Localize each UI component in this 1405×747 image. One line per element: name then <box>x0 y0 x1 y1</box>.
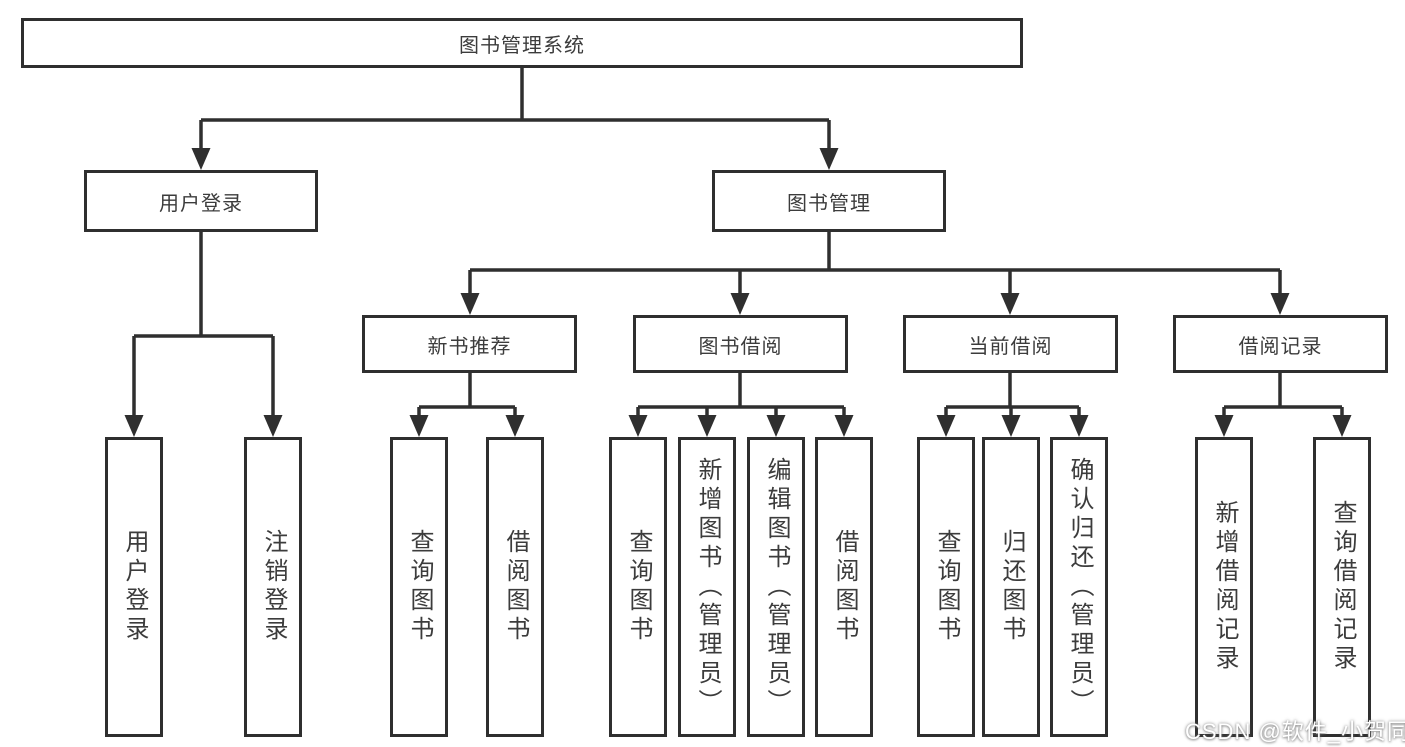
arrowhead-icon <box>1332 415 1352 437</box>
arrowhead-icon <box>834 415 854 437</box>
node-label: 用户登录 <box>159 192 243 215</box>
arrowhead-icon <box>460 293 480 315</box>
node-label: 查询图书 <box>933 529 960 645</box>
node-borrowing-records: 借阅记录 <box>1173 315 1388 373</box>
node-leaf-add-borrow-record: 新增借阅记录 <box>1195 437 1253 737</box>
node-book-borrowing: 图书借阅 <box>633 315 848 373</box>
node-label: 新书推荐 <box>427 335 512 358</box>
node-label: 新增图书（管理员） <box>694 456 721 718</box>
node-leaf-edit-books-admin: 编辑图书（管理员） <box>747 437 805 737</box>
node-book-management: 图书管理 <box>712 170 946 232</box>
arrowhead-icon <box>697 415 717 437</box>
arrowhead-icon <box>1001 415 1021 437</box>
node-leaf-logout: 注销登录 <box>244 437 302 737</box>
arrowhead-icon <box>124 415 144 437</box>
node-new-book-recommend: 新书推荐 <box>362 315 577 373</box>
arrowhead-icon <box>505 415 525 437</box>
node-label: 编辑图书（管理员） <box>763 456 790 718</box>
arrowhead-icon <box>766 415 786 437</box>
node-leaf-query-books: 查询图书 <box>390 437 448 737</box>
node-leaf-borrow-books: 借阅图书 <box>815 437 873 737</box>
arrowhead-icon <box>1214 415 1234 437</box>
node-label: 当前借阅 <box>968 335 1053 358</box>
node-label: 图书管理系统 <box>459 34 585 57</box>
node-library-management-system: 图书管理系统 <box>21 18 1023 68</box>
node-leaf-confirm-return-admin: 确认归还（管理员） <box>1050 437 1108 737</box>
node-label: 借阅图书 <box>502 529 529 645</box>
node-current-borrowing: 当前借阅 <box>903 315 1118 373</box>
node-label: 归还图书 <box>998 529 1025 645</box>
node-leaf-query-borrow-record: 查询借阅记录 <box>1313 437 1371 737</box>
arrowhead-icon <box>191 148 211 170</box>
arrowhead-icon <box>409 415 429 437</box>
node-user-login: 用户登录 <box>84 170 318 232</box>
arrowhead-icon <box>730 293 750 315</box>
arrowhead-icon <box>936 415 956 437</box>
node-label: 借阅图书 <box>831 529 858 645</box>
node-label: 新增借阅记录 <box>1211 500 1238 674</box>
node-label: 查询图书 <box>625 529 652 645</box>
node-leaf-return-books: 归还图书 <box>982 437 1040 737</box>
arrowhead-icon <box>1000 293 1020 315</box>
arrowhead-icon <box>1270 293 1290 315</box>
node-leaf-query-books: 查询图书 <box>609 437 667 737</box>
arrowhead-icon <box>263 415 283 437</box>
node-label: 图书管理 <box>787 192 871 215</box>
node-label: 确认归还（管理员） <box>1066 456 1093 718</box>
node-label: 借阅记录 <box>1238 335 1323 358</box>
node-label: 图书借阅 <box>698 335 783 358</box>
node-label: 查询借阅记录 <box>1329 500 1356 674</box>
arrowhead-icon <box>1069 415 1089 437</box>
arrowhead-icon <box>819 148 839 170</box>
node-leaf-query-books: 查询图书 <box>917 437 975 737</box>
arrowhead-icon <box>628 415 648 437</box>
node-label: 注销登录 <box>260 529 287 645</box>
node-leaf-user-login: 用户登录 <box>105 437 163 737</box>
node-leaf-add-books-admin: 新增图书（管理员） <box>678 437 736 737</box>
csdn-watermark: CSDN @软件_小贺同学 <box>1185 719 1405 744</box>
node-label: 用户登录 <box>121 529 148 645</box>
node-label: 查询图书 <box>406 529 433 645</box>
node-leaf-borrow-books: 借阅图书 <box>486 437 544 737</box>
